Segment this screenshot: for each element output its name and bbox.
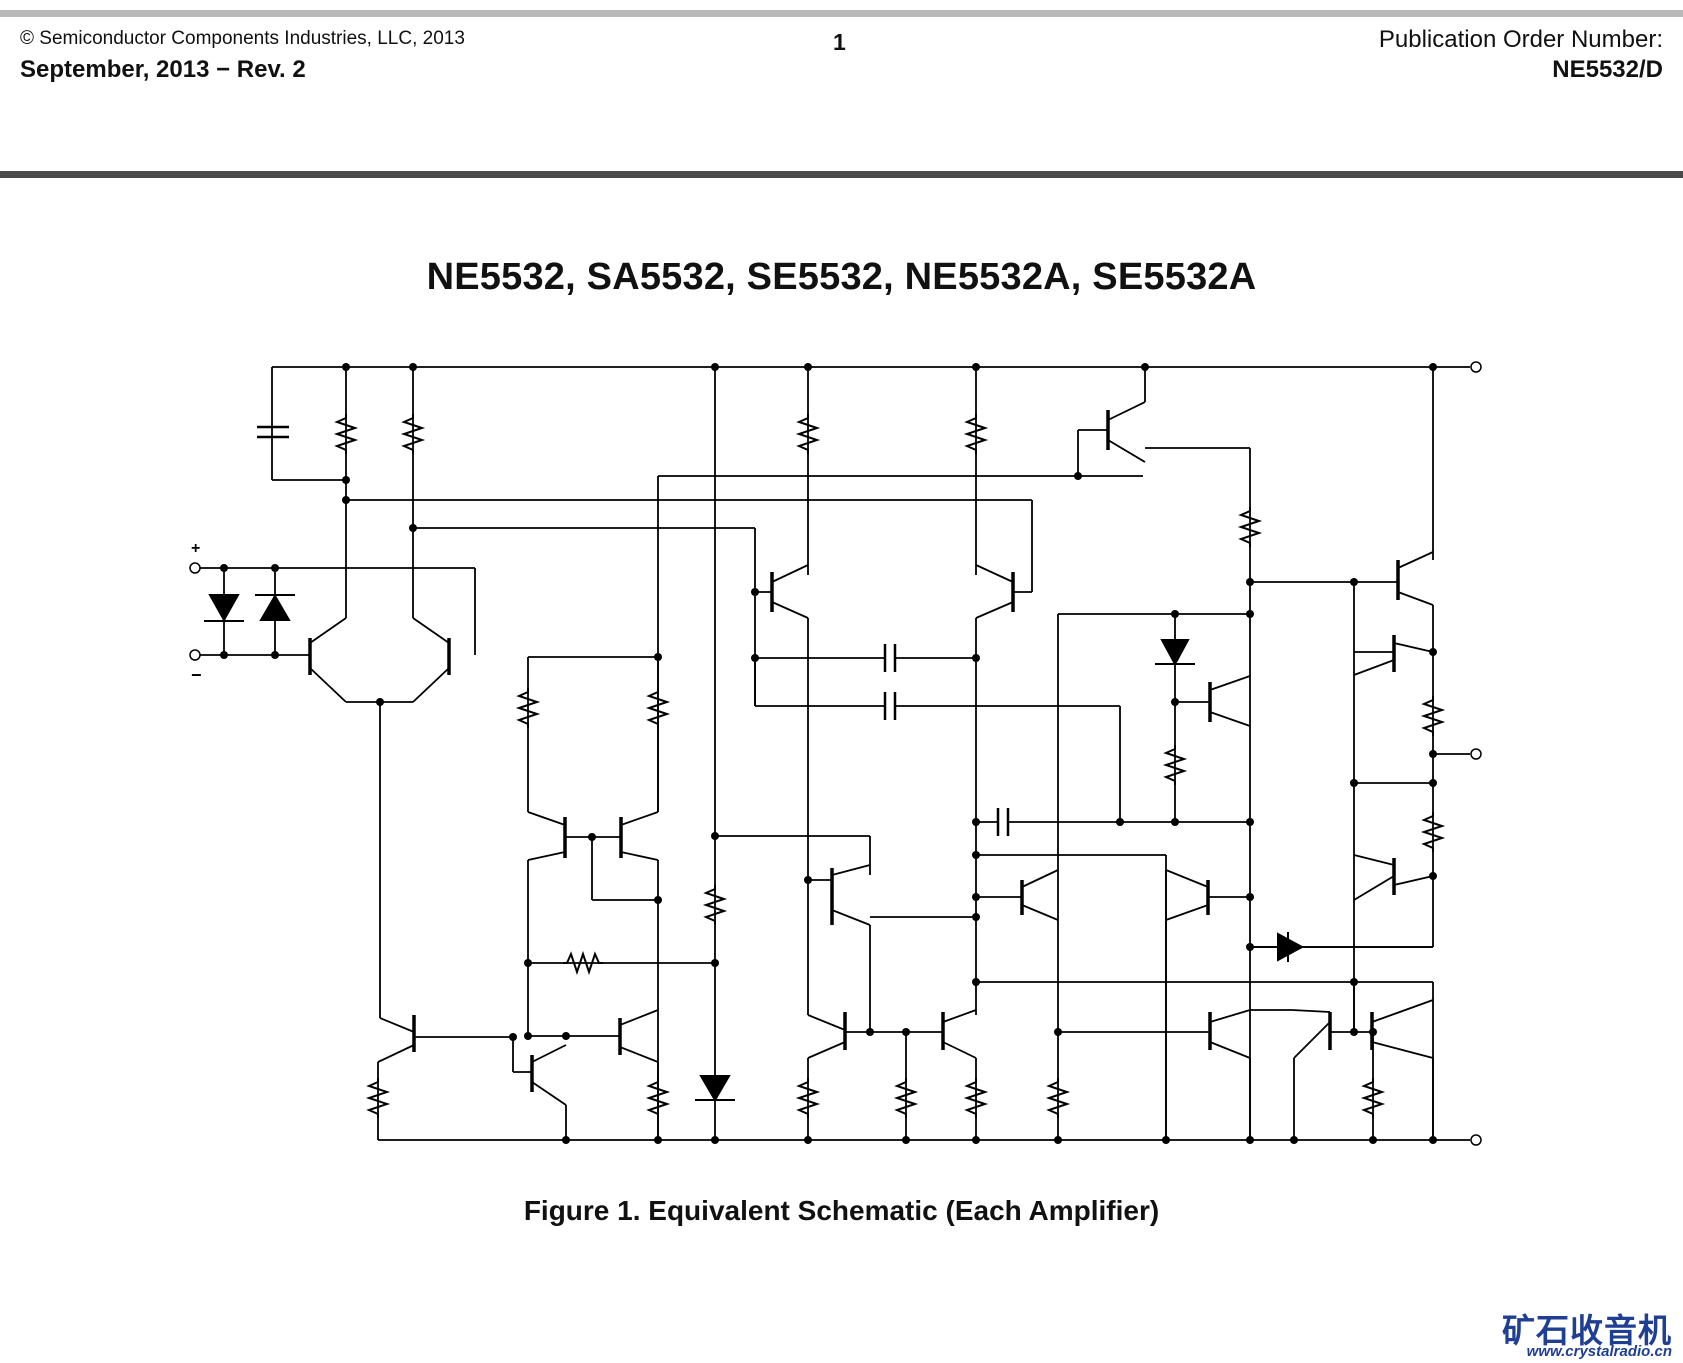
document-title: NE5532, SA5532, SE5532, NE5532A, SE5532A <box>426 256 1257 298</box>
header-rule <box>0 171 1683 178</box>
watermark-url: www.crystalradio.cn <box>1526 1343 1672 1360</box>
watermark-logo: 矿石收音机 <box>1502 1312 1672 1349</box>
page-number: 1 <box>833 29 846 55</box>
plus-input-label: + <box>191 540 200 557</box>
date-revision: September, 2013 − Rev. 2 <box>20 56 306 83</box>
copyright-notice: © Semiconductor Components Industries, L… <box>20 28 465 49</box>
top-rule <box>0 10 1683 17</box>
publication-order-label: Publication Order Number: <box>1378 26 1663 53</box>
figure-caption: Figure 1. Equivalent Schematic (Each Amp… <box>523 1195 1160 1226</box>
publication-order-number: NE5532/D <box>1552 56 1663 83</box>
minus-input-label: − <box>191 665 202 685</box>
